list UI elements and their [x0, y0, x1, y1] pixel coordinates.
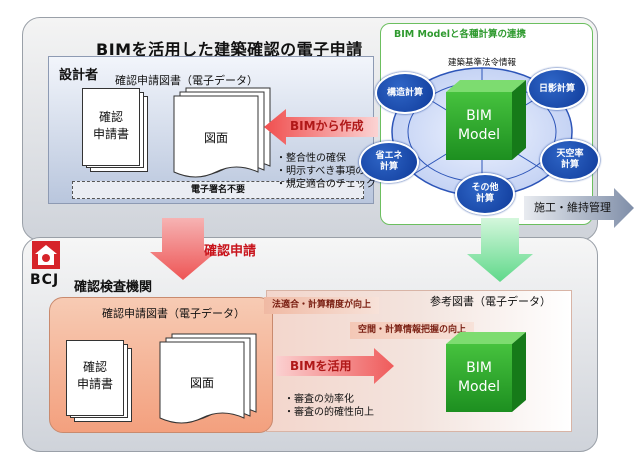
bcj-logo-text: BCJ: [30, 272, 60, 288]
bim-label: Model: [457, 127, 501, 143]
designer-bullets: ・整合性の確保 ・明示すべき事項の明示 ・規定適合のチェック: [276, 152, 385, 191]
application-form-label-1: 確認: [82, 360, 107, 374]
maintenance-label: 施工・維持管理: [534, 201, 611, 214]
bim-label: BIM: [466, 360, 492, 376]
application-arrow-label: 確認申請: [204, 244, 257, 259]
spatial-info-note: 空間・計算情報把握の向上: [350, 322, 475, 339]
review-docs-title: 確認申請図書（電子データ）: [102, 307, 245, 320]
node-skyfactor: 天空率計算: [540, 139, 600, 181]
bullet-item: ・規定適合のチェック: [276, 179, 376, 190]
link-panel-title: BIM Modelと各種計算の連携: [394, 29, 527, 40]
law-info-label: 建築基準法令情報: [448, 58, 517, 68]
bim-to-reference-arrow: [467, 218, 533, 282]
node-shadow: 日影計算: [527, 68, 587, 110]
application-form-label-1: 確認: [98, 110, 123, 124]
application-docs-title: 確認申請図書（電子データ）: [115, 74, 258, 87]
drawing-stack: [173, 87, 271, 178]
bim-usage-arrow: [276, 348, 394, 384]
bim-label: Model: [457, 379, 501, 395]
node-label: 省エネ: [375, 151, 403, 161]
review-bullets: ・審査の効率化 ・審査の的確性向上: [284, 393, 374, 419]
node-other: その他計算: [455, 173, 515, 215]
drawing-label: 図面: [203, 131, 228, 145]
bim-model-bottom: BIM Model: [446, 344, 512, 412]
review-drawing-label: 図面: [189, 376, 214, 390]
bim-model-top: BIM Model: [446, 92, 512, 160]
bullet-item: ・審査の効率化: [284, 394, 354, 405]
bullet-item: ・明示すべき事項の明示: [276, 166, 386, 177]
application-form-label-2: 申請書: [76, 377, 113, 391]
application-form-doc: 確認 申請書: [82, 88, 140, 166]
node-label: 計算: [379, 162, 398, 172]
bcj-logo-icon: [32, 241, 60, 269]
maintenance-arrow: [524, 188, 634, 228]
node-structure: 構造計算: [375, 72, 435, 114]
application-form-label-2: 申請書: [92, 127, 129, 141]
review-drawing-stack: [159, 333, 257, 424]
node-label: その他: [471, 183, 499, 193]
diagram-title: BIMを活用した建築確認の電子申請: [96, 40, 363, 59]
designer-label: 設計者: [59, 68, 99, 83]
accuracy-note: 法適合・計算精度が向上: [264, 297, 380, 314]
node-label: 計算: [475, 194, 494, 204]
node-label: 構造計算: [386, 87, 423, 98]
bim-to-docs-label: BIMから作成: [290, 119, 364, 133]
bim-to-docs-arrow: [264, 109, 378, 145]
bim-label: BIM: [466, 108, 492, 124]
bullet-item: ・整合性の確保: [276, 153, 346, 164]
node-label: 天空率: [556, 149, 584, 159]
node-energy: 省エネ計算: [359, 141, 419, 183]
application-arrow: [150, 218, 216, 280]
review-application-form-doc: 確認 申請書: [66, 340, 124, 416]
agency-label: 確認検査機関: [74, 280, 153, 295]
reference-docs-title: 参考図書（電子データ）: [430, 295, 551, 308]
node-label: 計算: [560, 160, 579, 170]
bullet-item: ・審査の的確性向上: [284, 407, 374, 418]
node-label: 日影計算: [538, 83, 575, 94]
bim-usage-label: BIMを活用: [290, 359, 352, 373]
no-signature-label: 電子署名不要: [72, 181, 364, 199]
